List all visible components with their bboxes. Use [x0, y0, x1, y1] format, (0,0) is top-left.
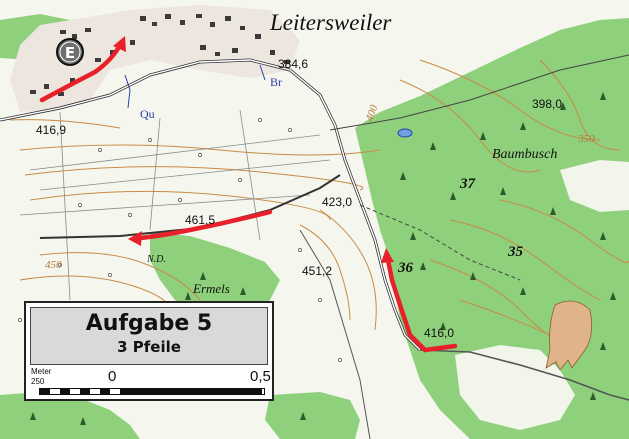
scale-segment	[120, 389, 262, 394]
town-label: Leitersweiler	[269, 10, 392, 35]
contour-lines	[9, 59, 629, 341]
forest-bottomleft	[0, 392, 140, 439]
orchard-symbols	[18, 118, 342, 362]
height-451-2: 451,2	[302, 264, 332, 278]
arrow-1-head	[113, 36, 126, 52]
dig-site	[545, 300, 593, 371]
forest-clearing	[455, 345, 575, 430]
village-area	[10, 5, 300, 112]
legend-title: Aufgabe 5	[85, 311, 213, 336]
contour-label-350: 350	[577, 133, 595, 145]
height-461-5: 461,5	[185, 213, 215, 227]
forest-tree-symbols	[30, 92, 616, 425]
height-416-0: 416,0	[424, 326, 454, 340]
scale-segment	[40, 389, 50, 394]
contour-label-400: 400	[364, 103, 381, 123]
scale-left-value: 250	[31, 377, 45, 386]
br-label: Br	[270, 75, 282, 89]
scale-unit: Meter	[31, 367, 52, 376]
legend-subtitle: 3 Pfeile	[117, 338, 181, 356]
contour-label-450: 450	[45, 259, 62, 271]
legend-header: Aufgabe 5 3 Pfeile	[30, 307, 268, 365]
nd-label: N.D.	[146, 254, 166, 265]
scale-zero-value: 0	[108, 368, 117, 385]
scale-segment	[60, 389, 70, 394]
qu-label: Qu	[140, 107, 155, 121]
height-398-0: 398,0	[532, 97, 562, 111]
height-416-9: 416,9	[36, 123, 66, 137]
forest-name-label: Baumbusch	[492, 147, 557, 162]
scale-segment	[80, 389, 90, 394]
marker-e-label: E	[65, 44, 75, 62]
task-legend: Aufgabe 5 3 Pfeile Meter 250 0 0,5	[24, 301, 274, 401]
arrow-3-line	[385, 257, 458, 353]
red-arrows	[39, 36, 458, 353]
field-name-label: Ermels	[192, 281, 230, 296]
field-boundaries	[19, 109, 331, 301]
forest-number-36: 36	[397, 260, 414, 276]
height-423-0: 423,0	[322, 195, 352, 209]
height-384-6: 384,6	[278, 57, 308, 71]
arrow-3-head	[381, 248, 394, 263]
forest-number-35: 35	[507, 244, 524, 260]
marker-e: E	[56, 38, 84, 66]
forest-number-37: 37	[459, 176, 476, 192]
forest-bottommid	[265, 392, 360, 439]
forest-clearing-north	[560, 160, 629, 212]
water-features	[124, 64, 413, 138]
arrow-2-head	[128, 231, 142, 246]
scale-bar	[39, 388, 265, 395]
forest-southwest	[150, 232, 280, 322]
roads	[0, 54, 629, 439]
scale-segment	[100, 389, 110, 394]
arrow-1-line	[39, 42, 123, 103]
scale-right-value: 0,5	[250, 368, 271, 385]
arrow-2-line	[137, 209, 273, 241]
